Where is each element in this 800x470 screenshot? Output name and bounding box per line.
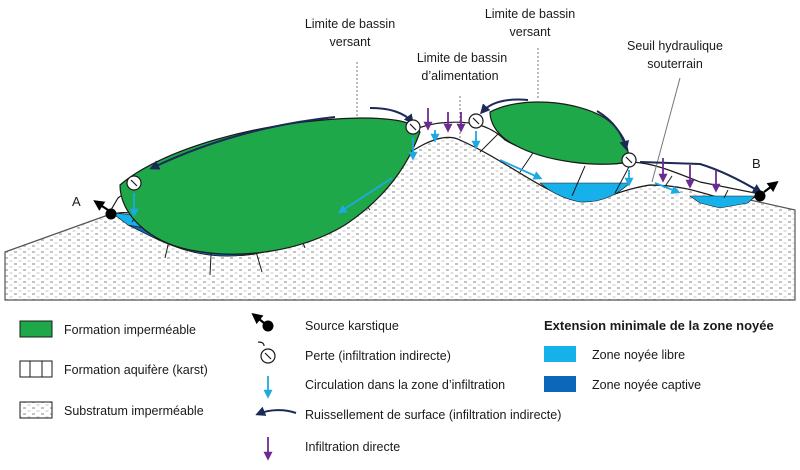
legend-label-infiltration: Infiltration directe — [305, 440, 400, 454]
perte-icon — [405, 119, 421, 135]
svg-text:Seuil hydraulique: Seuil hydraulique — [627, 39, 723, 53]
source-a — [93, 200, 117, 220]
legend-label-zone-captive: Zone noyée captive — [592, 378, 701, 392]
annotation-limite-bassin-alimentation: Limite de bassin d’alimentation — [417, 51, 507, 83]
perte-points — [126, 113, 637, 191]
ruissellement-arrows — [149, 98, 763, 194]
legend-swatch-substratum — [19, 401, 53, 419]
zone-libre-middle — [539, 182, 631, 203]
legend-label-ruissellement: Ruissellement de surface (infiltration i… — [305, 408, 561, 422]
legend-label-formation-impermeable: Formation imperméable — [64, 323, 196, 337]
legend-ruissellement-icon — [255, 406, 297, 416]
legend-label-circulation: Circulation dans la zone d’infiltration — [305, 378, 505, 392]
annotation-limite-bassin-versant-1: Limite de bassin versant — [305, 17, 395, 49]
legend: Formation imperméable Formation aquifère… — [19, 312, 774, 461]
annotation-limite-bassin-versant-2: Limite de bassin versant — [485, 7, 575, 39]
perte-icon — [468, 113, 484, 129]
seuil-pointer — [651, 77, 681, 183]
svg-text:Limite de bassin: Limite de bassin — [485, 7, 575, 21]
svg-text:versant: versant — [330, 35, 372, 49]
perte-icon — [126, 175, 142, 191]
legend-label-source: Source karstique — [305, 319, 399, 333]
boundary-lines — [356, 48, 539, 138]
legend-title-extension: Extension minimale de la zone noyée — [544, 318, 774, 333]
svg-text:Limite de bassin: Limite de bassin — [417, 51, 507, 65]
perte-icon — [621, 152, 637, 168]
legend-source-icon — [251, 312, 274, 332]
svg-text:versant: versant — [510, 25, 552, 39]
legend-perte-icon — [257, 341, 276, 364]
legend-label-formation-aquifere: Formation aquifère (karst) — [64, 363, 208, 377]
annotation-seuil-hydraulique: Seuil hydraulique souterrain — [627, 39, 723, 71]
formation-impermeable-left — [119, 117, 421, 255]
legend-label-perte: Perte (infiltration indirecte) — [305, 349, 451, 363]
legend-swatch-formation-aquifere — [19, 360, 53, 378]
legend-swatch-zone-libre — [544, 346, 576, 362]
circulation-arrows — [129, 130, 681, 218]
point-a-label: A — [72, 194, 81, 209]
svg-text:souterrain: souterrain — [647, 57, 703, 71]
svg-text:Limite de bassin: Limite de bassin — [305, 17, 395, 31]
legend-swatch-zone-captive — [544, 376, 576, 392]
infiltration-arrows — [423, 108, 721, 193]
svg-text:d’alimentation: d’alimentation — [421, 69, 498, 83]
source-b — [754, 181, 779, 202]
zone-libre-right — [689, 195, 756, 209]
legend-label-zone-libre: Zone noyée libre — [592, 348, 685, 362]
point-b-label: B — [752, 156, 761, 171]
legend-swatch-formation-impermeable — [19, 320, 53, 338]
legend-label-substratum: Substratum imperméable — [64, 404, 204, 418]
